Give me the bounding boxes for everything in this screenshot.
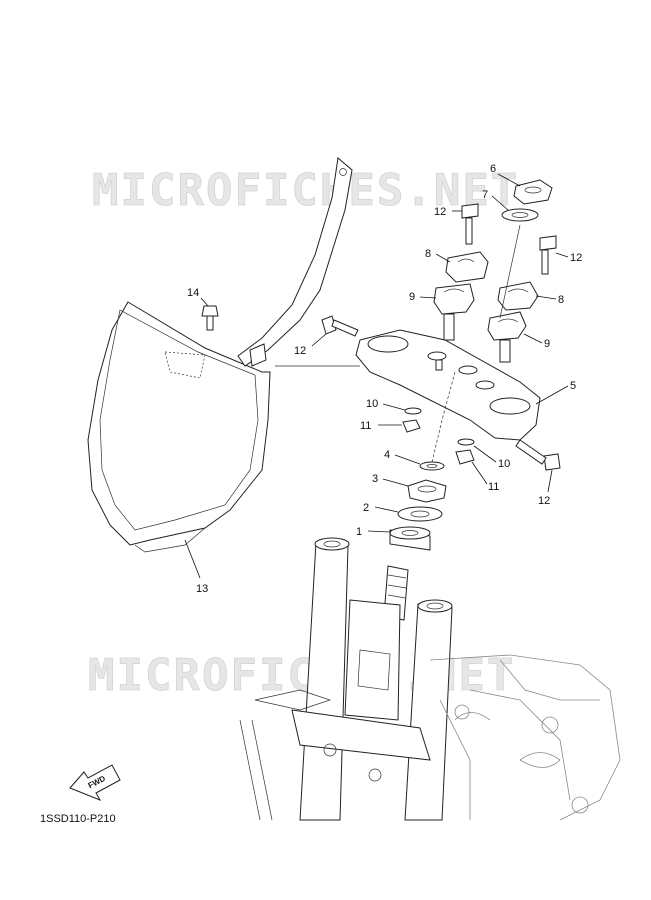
callout-7: 7 [482, 189, 509, 211]
svg-text:9: 9 [409, 291, 415, 303]
nut-11-right [455, 449, 475, 465]
watermark-top: MICROFICHES.NET [92, 165, 519, 216]
bearing-1 [389, 526, 431, 551]
svg-text:8: 8 [558, 294, 564, 306]
washer-7 [501, 208, 539, 222]
washer-4 [419, 461, 445, 471]
nut-11-left [402, 419, 421, 433]
svg-text:1: 1 [356, 526, 362, 538]
callout-9a: 9 [409, 291, 437, 303]
callout-9b: 9 [523, 333, 550, 350]
bolt-12-left [321, 315, 359, 337]
callout-12c: 12 [294, 333, 327, 357]
fwd-arrow-icon: FWD [69, 764, 121, 801]
front-fork-assembly [239, 537, 453, 821]
callout-11a: 11 [360, 420, 402, 432]
nut-3 [407, 479, 447, 503]
svg-text:10: 10 [498, 458, 510, 470]
watermark-bottom: MICROFICHES.NET [88, 650, 515, 701]
svg-text:12: 12 [294, 345, 306, 357]
handlebar-holder-right [487, 281, 539, 363]
svg-text:9: 9 [544, 338, 550, 350]
upper-bracket [355, 329, 541, 441]
bolt-12-right-top [539, 235, 557, 275]
svg-text:5: 5 [570, 380, 576, 392]
svg-text:7: 7 [482, 189, 488, 201]
washer-10-left [404, 407, 422, 415]
bolt-14 [201, 305, 219, 331]
callout-10b: 10 [473, 445, 510, 470]
callout-14: 14 [187, 287, 209, 307]
callout-8b: 8 [535, 294, 564, 306]
handlebar-holder-left [433, 251, 489, 341]
callout-6: 6 [490, 163, 521, 187]
svg-text:13: 13 [196, 583, 208, 595]
svg-text:14: 14 [187, 287, 199, 299]
callout-11b: 11 [471, 461, 499, 493]
callout-3: 3 [372, 473, 409, 487]
svg-text:6: 6 [490, 163, 496, 175]
callout-12b: 12 [555, 252, 582, 264]
callout-13: 13 [184, 539, 208, 595]
svg-text:3: 3 [372, 473, 378, 485]
bolt-12-top [461, 203, 479, 245]
motorcycle-frame [429, 654, 621, 821]
callout-5: 5 [535, 380, 576, 405]
diagram-code: 1SSD110-P210 [40, 813, 116, 825]
svg-text:12: 12 [434, 206, 446, 218]
svg-text:10: 10 [366, 398, 378, 410]
svg-text:4: 4 [384, 449, 390, 461]
callout-4: 4 [384, 449, 421, 465]
callout-8a: 8 [425, 248, 451, 263]
svg-text:2: 2 [363, 502, 369, 514]
callout-2: 2 [363, 502, 399, 514]
washer-10-right [457, 438, 475, 446]
callout-1: 1 [356, 526, 391, 538]
nut-6 [513, 179, 553, 205]
svg-text:11: 11 [360, 420, 371, 432]
callout-12a: 12 [434, 206, 462, 218]
washer-2 [397, 506, 443, 522]
callout-12d: 12 [538, 469, 553, 507]
number-plate [87, 157, 353, 553]
svg-text:8: 8 [425, 248, 431, 260]
callout-10a: 10 [366, 398, 406, 411]
svg-text:12: 12 [538, 495, 550, 507]
svg-text:12: 12 [570, 252, 582, 264]
svg-text:11: 11 [488, 481, 499, 493]
bolt-12-right-bottom [515, 439, 561, 471]
